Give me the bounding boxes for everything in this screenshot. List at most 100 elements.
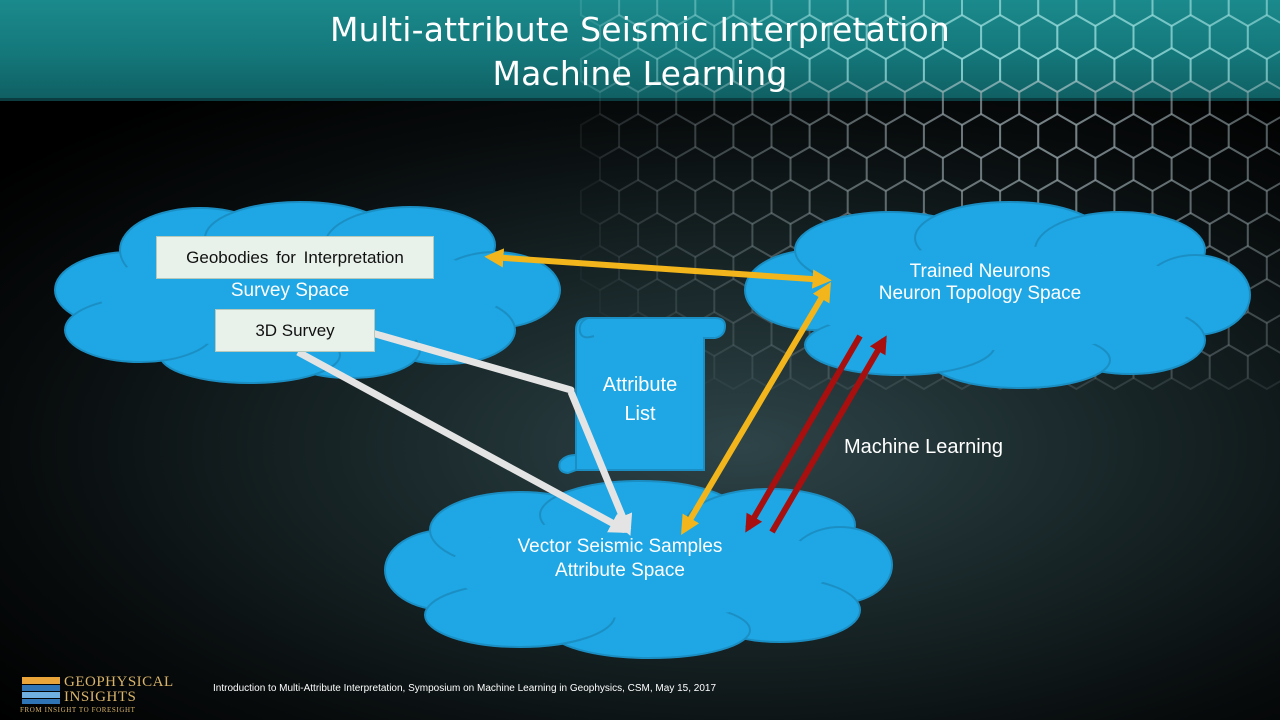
hexagon-cell (1189, 112, 1230, 160)
geobodies-box: Geobodies for Interpretation (156, 236, 434, 279)
hexagon-cell (770, 178, 811, 226)
hexagon-cell (770, 112, 811, 160)
slide-title-line-1: Multi-attribute Seismic Interpretation (329, 10, 951, 49)
hexagon-cell (599, 145, 640, 193)
hexagon-cell (713, 13, 754, 61)
hexagon-cell (1227, 0, 1268, 28)
slide-title-line-2: Machine Learning (492, 54, 788, 93)
hexagon-cell (1265, 50, 1280, 90)
hexagon-cell (1094, 145, 1135, 193)
hexagon-cell (827, 79, 868, 127)
neurons-to-samples-red-arrow (745, 334, 863, 533)
hexagon-cell (732, 46, 773, 94)
hexagon-cell (675, 145, 716, 193)
hexagon-cell (1208, 13, 1249, 61)
hexagon-cell (599, 211, 640, 259)
attribute-list-to-attribute-space-arrow (567, 390, 633, 536)
hexagon-cell (1151, 46, 1192, 94)
hexagon-cell (1189, 178, 1230, 226)
hexagon-cell (1246, 211, 1280, 259)
attribute-list-label-line-2: List (624, 403, 656, 425)
hexagon-cell (980, 145, 1021, 193)
hexagon-cell (732, 0, 773, 28)
hexagon-cell (1075, 112, 1116, 160)
hexagon-cell (865, 145, 906, 193)
hexagon-cell (618, 46, 659, 94)
survey-to-attribute-list-arrow (368, 329, 575, 394)
geophysical-insights-logo-icon (22, 677, 60, 704)
hexagon-cell (694, 46, 735, 94)
hexagon-cell (694, 0, 735, 28)
hexagon-cell (770, 46, 811, 94)
hexagon-cell (903, 145, 944, 193)
hexagon-cell (865, 79, 906, 127)
hexagon-cell (884, 0, 925, 28)
hexagon-cell (579, 46, 621, 94)
hexagon-cell (1246, 13, 1280, 61)
hexagon-cell (1265, 116, 1280, 156)
hexagon-cell (579, 0, 621, 28)
hexagon-cell (637, 211, 678, 259)
hexagon-cell (1265, 0, 1280, 24)
hexagon-cell (1113, 112, 1154, 160)
geobodies-neurons-arrow (484, 248, 832, 289)
hexagon-cell (846, 112, 887, 160)
samples-to-neurons-red-arrow (769, 335, 887, 534)
hexagon-cell (808, 178, 849, 226)
hexagon-cell (1227, 112, 1268, 160)
hexagon-cell (1265, 314, 1280, 354)
title-banner-rule (0, 98, 1280, 101)
hexagon-cell (1208, 145, 1249, 193)
hexagon-cell (1265, 182, 1280, 222)
hexagon-cell (827, 13, 868, 61)
hexagon-cell (1132, 79, 1173, 127)
machine-learning-label: Machine Learning (844, 436, 1003, 458)
attribute-list-label-line-1: Attribute (602, 374, 678, 396)
hexagon-cell (675, 13, 716, 61)
hexagon-cell (789, 79, 830, 127)
hexagon-cell (1189, 46, 1230, 94)
hexagon-cell (1151, 0, 1192, 28)
hexagon-cell (846, 0, 887, 28)
hexagon-cell (1246, 79, 1280, 127)
hexagon-cell (637, 13, 678, 61)
hexagon-cell (846, 46, 887, 94)
neuron-topology-space-label: Neuron Topology Space (878, 283, 1082, 304)
hexagon-cell (637, 145, 678, 193)
hexagon-cell (713, 211, 754, 259)
hexagon-cell (675, 211, 716, 259)
hexagon-cell (751, 13, 792, 61)
hexagon-cell (808, 112, 849, 160)
hexagon-cell (1227, 46, 1268, 94)
hexagon-cell (751, 145, 792, 193)
hexagon-cell (732, 112, 773, 160)
hexagon-cell (579, 112, 621, 160)
hexagon-cell (732, 178, 773, 226)
hexagon-cell (1265, 248, 1280, 288)
hexagon-cell (884, 112, 925, 160)
hexagon-cell (941, 79, 983, 127)
hexagon-cell (751, 211, 792, 259)
hexagon-cell (1018, 145, 1059, 193)
survey-space-label: Survey Space (230, 280, 350, 301)
hexagon-cell (1246, 343, 1280, 391)
hexagon-cell (656, 0, 697, 28)
hexagon-cell (1151, 178, 1192, 226)
hexagon-cell (1227, 178, 1268, 226)
hexagon-cell (713, 79, 754, 127)
vector-seismic-samples-label: Vector Seismic Samples (517, 536, 723, 557)
hexagon-cell (1208, 79, 1249, 127)
hexagon-cell (656, 112, 697, 160)
hexagon-cell (1246, 277, 1280, 325)
hexagon-cell (827, 145, 868, 193)
hexagon-cell (1170, 13, 1211, 61)
hexagon-cell (1132, 145, 1173, 193)
hexagon-cell (922, 0, 963, 28)
hexagon-cell (922, 112, 963, 160)
logo-name-line-2: Insights (64, 689, 137, 705)
logo-name-line-1: Geophysical (64, 674, 174, 690)
hexagon-cell (1227, 310, 1268, 358)
hexagon-cell (656, 46, 697, 94)
